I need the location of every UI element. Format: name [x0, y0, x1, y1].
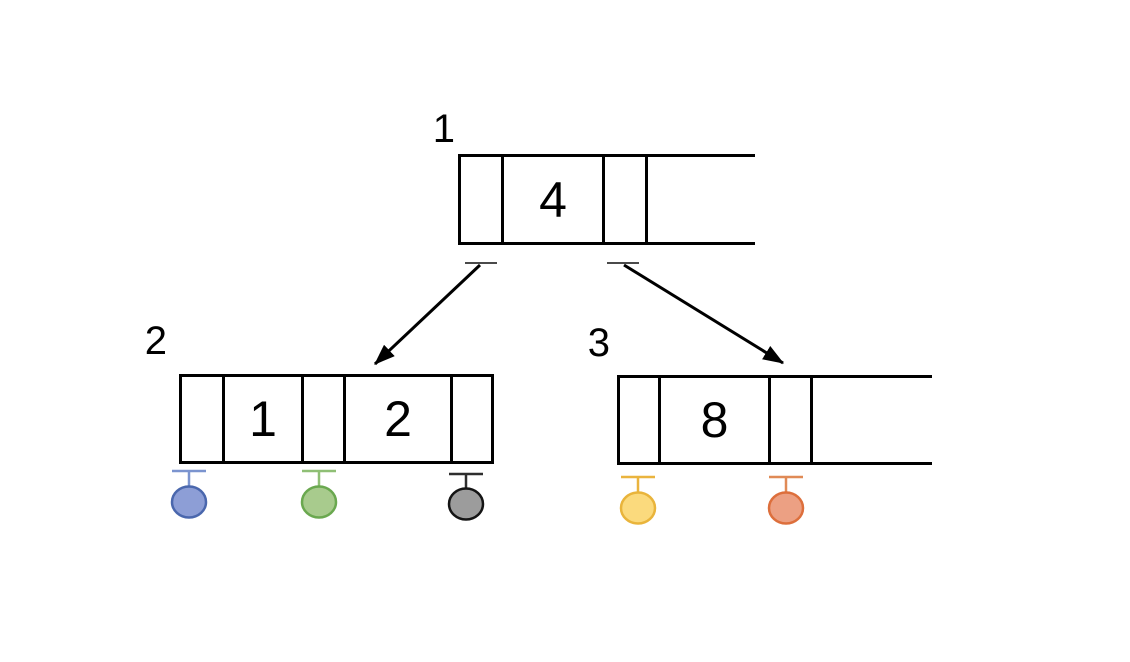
green-pin [300, 469, 338, 519]
node-2-divider-4 [450, 377, 453, 461]
blue-pin-circle [170, 485, 208, 519]
node-1-label: 1 [432, 107, 455, 151]
node-2-divider-2 [301, 377, 304, 461]
green-pin-circle [300, 485, 338, 519]
orange-pin-circle [767, 491, 805, 525]
arrow-node-1-to-node-3 [623, 263, 785, 365]
node-1-key: 4 [539, 171, 567, 228]
arrow-node-1-to-node-2 [373, 263, 482, 366]
gray-pin [447, 472, 485, 521]
node-3-key: 8 [700, 392, 729, 448]
yellow-pin [619, 475, 657, 525]
node-3-divider-3 [810, 378, 813, 462]
node-3-label: 3 [587, 321, 610, 365]
blue-pin [170, 469, 208, 519]
node-1-divider-3 [645, 157, 648, 242]
node-3-divider-1 [658, 378, 661, 462]
gray-pin-circle [447, 487, 485, 521]
node-2-label: 2 [144, 319, 167, 363]
yellow-pin-circle [619, 491, 657, 525]
orange-pin [767, 475, 805, 525]
node-3-box: 8 [617, 375, 932, 465]
node-2-box: 1 2 [179, 374, 494, 464]
node-1-box: 4 [458, 154, 755, 245]
node-1-divider-1 [501, 157, 504, 242]
node-2-divider-3 [343, 377, 346, 461]
node-2-key-2: 2 [384, 391, 412, 447]
node-1-divider-2 [602, 157, 605, 242]
node-2-divider-1 [222, 377, 225, 461]
node-3-divider-2 [768, 378, 771, 462]
node-2-key-1: 1 [249, 391, 277, 447]
